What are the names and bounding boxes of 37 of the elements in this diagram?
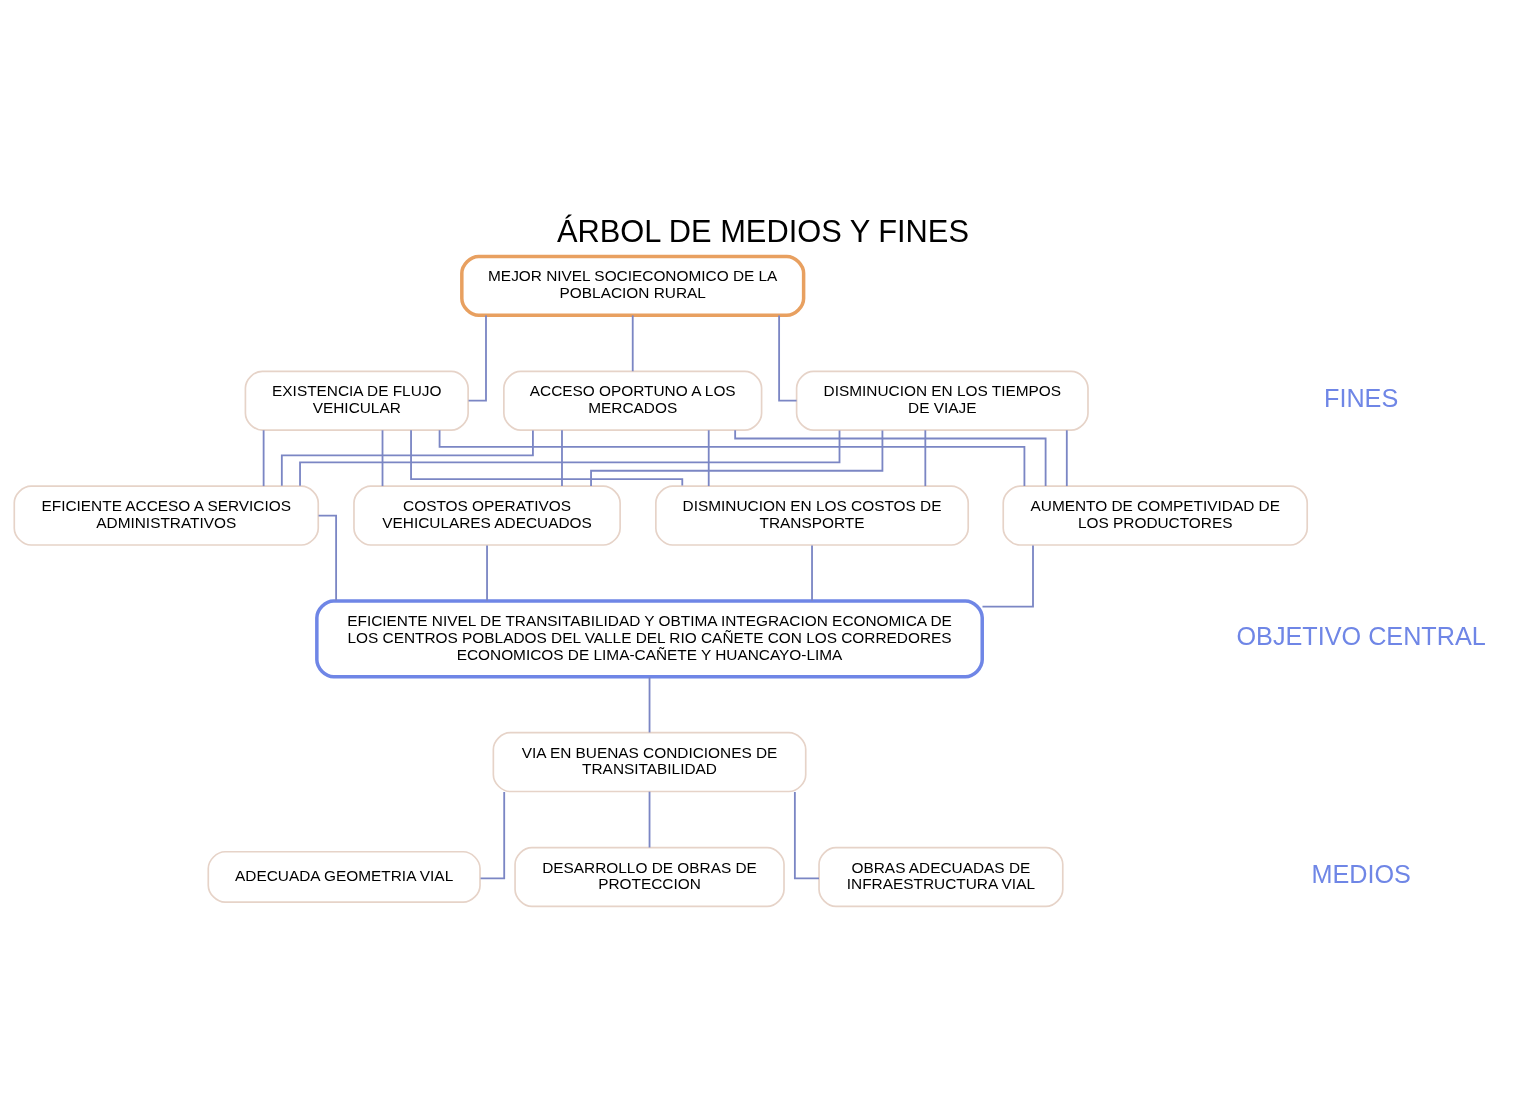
connector	[590, 429, 884, 487]
diagram-title: ÁRBOL DE MEDIOS Y FINES	[557, 213, 969, 249]
connector	[981, 544, 1034, 608]
connector	[381, 429, 384, 487]
connector	[479, 791, 506, 880]
connector	[707, 429, 710, 487]
connector	[648, 676, 651, 734]
node-box: VIA EN BUENAS CONDICIONES DE TRANSITABILIDAD	[492, 731, 807, 793]
connector	[631, 314, 634, 373]
node-box: ACCESO OPORTUNO A LOS MERCADOS	[503, 370, 763, 431]
connector	[561, 429, 563, 487]
connector	[486, 544, 488, 602]
node-box: COSTOS OPERATIVOS VEHICULARES ADECUADOS	[353, 485, 621, 546]
node-box: AUMENTO DE COMPETIVIDAD DE LOS PRODUCTORES	[1002, 485, 1309, 546]
connector	[793, 791, 820, 880]
connector	[734, 429, 1047, 487]
connector	[1065, 429, 1068, 487]
node-box: MEJOR NIVEL SOCIECONOMICO DE LA POBLACION RURAL	[460, 254, 806, 317]
connector	[299, 429, 841, 487]
label: MEDIOS	[1311, 860, 1411, 889]
node-box: DISMINUCION EN LOS COSTOS DE TRANSPORTE	[655, 485, 970, 546]
connector	[280, 429, 534, 487]
label: FINES	[1324, 383, 1399, 412]
label: OBJETIVO CENTRAL	[1236, 622, 1486, 651]
connector	[648, 790, 651, 849]
node-box: EXISTENCIA DE FLUJO VEHICULAR	[244, 370, 469, 431]
connector	[262, 429, 265, 487]
node-box: OBRAS ADECUADAS DE INFRAESTRUCTURA VIAL	[818, 846, 1064, 908]
connector	[410, 429, 684, 487]
node-box: DESARROLLO DE OBRAS DE PROTECCION	[514, 846, 785, 908]
connector	[438, 429, 1026, 487]
connector	[811, 544, 813, 602]
node-box: EFICIENTE ACCESO A SERVICIOS ADMINISTRATIVOS	[13, 485, 320, 546]
node-box: DISMINUCION EN LOS TIEMPOS DE VIAJE	[795, 370, 1089, 431]
connector	[924, 429, 927, 487]
node-box: ADECUADA GEOMETRIA VIAL	[207, 850, 481, 904]
node-box: EFICIENTE NIVEL DE TRANSITABILIDAD Y OBTIMA INTEGRACION ECONOMICA DE LOS CENTROS POBLADOS DEL VALLE DEL RIO CAÑETE CON LOS CORREDORES ECONOMICOS DE LIMA-CAÑETE Y HUANCAYO-LIMA	[315, 599, 984, 679]
